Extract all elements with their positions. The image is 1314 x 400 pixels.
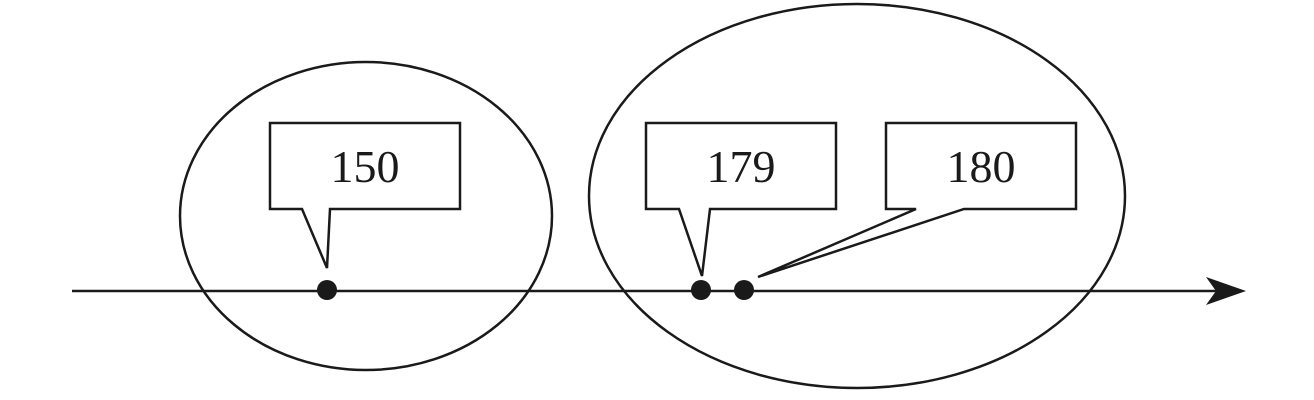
callout-180 [757, 121, 1078, 279]
point-179 [691, 280, 711, 300]
group-ellipse-right [587, 2, 1127, 390]
axis-arrowhead [1206, 277, 1246, 305]
point-150 [317, 280, 337, 300]
callout-150 [268, 121, 462, 269]
value-label-180: 180 [947, 141, 1016, 192]
callout-179 [644, 121, 838, 277]
value-label-150: 150 [331, 141, 400, 192]
value-label-179: 179 [707, 141, 776, 192]
point-180 [734, 280, 754, 300]
group-ellipse-left [178, 60, 554, 372]
